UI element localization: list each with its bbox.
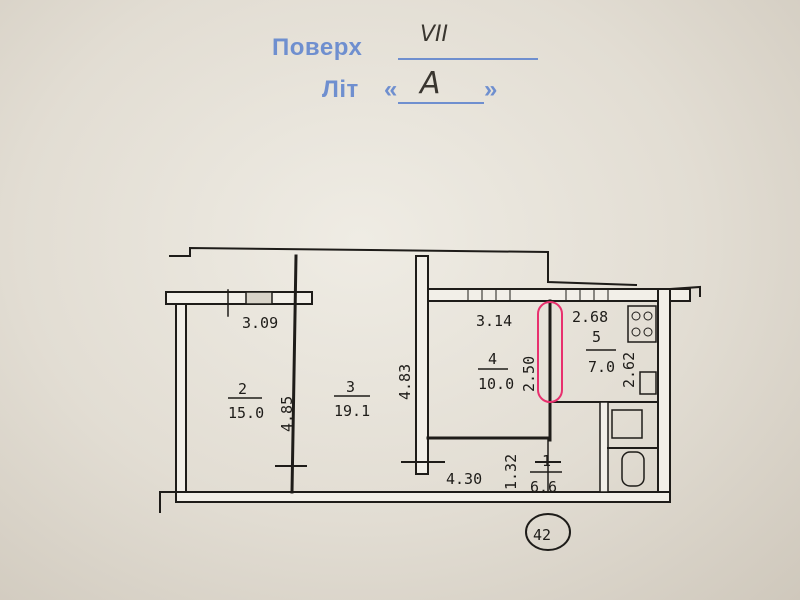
apartment-number-circle xyxy=(525,513,571,551)
right-stub xyxy=(668,285,701,297)
room-1-area: 6.6 xyxy=(530,478,557,496)
dim-430: 4.30 xyxy=(446,470,482,488)
bathroom-wall xyxy=(599,401,609,493)
room-4-area: 10.0 xyxy=(478,375,514,393)
room-5-number: 5 xyxy=(592,328,601,346)
floor-label: Поверх xyxy=(272,34,363,61)
floor-underline xyxy=(398,58,538,60)
stove-burner-1 xyxy=(631,311,641,321)
quote-close: » xyxy=(484,76,498,103)
room-5-area: 7.0 xyxy=(588,358,615,376)
wall-3-4 xyxy=(415,255,429,475)
dim-314: 3.14 xyxy=(476,312,512,330)
top-wall-right xyxy=(417,288,691,302)
toilet xyxy=(621,451,645,487)
bottom-left-stub xyxy=(159,491,177,513)
room-1-number: 1 xyxy=(542,452,551,470)
letter-value: A xyxy=(420,66,441,101)
dim-132: 1.32 xyxy=(502,454,520,490)
stove-burner-4 xyxy=(643,327,653,337)
highlighted-wall xyxy=(537,301,563,403)
window-room2 xyxy=(245,291,273,305)
dim-309: 3.09 xyxy=(242,314,278,332)
room-3-number: 3 xyxy=(346,378,355,396)
room-2-area: 15.0 xyxy=(228,404,264,422)
washbasin xyxy=(611,409,643,439)
bottom-wall xyxy=(175,491,671,503)
left-exterior-wall xyxy=(175,291,187,493)
dim-262: 2.62 xyxy=(620,352,638,388)
floor-value: VII xyxy=(420,22,449,47)
plan-top-outline xyxy=(169,246,638,287)
dim-250: 2.50 xyxy=(520,356,538,392)
right-exterior-wall xyxy=(657,288,671,500)
dim-483: 4.83 xyxy=(396,364,414,400)
stove-burner-2 xyxy=(643,311,653,321)
letter-label: Літ xyxy=(322,76,359,103)
wall-2-3 xyxy=(290,254,298,494)
stove-burner-3 xyxy=(631,327,641,337)
top-wall-left xyxy=(165,291,313,305)
dim-485: 4.85 xyxy=(278,396,296,432)
stove xyxy=(627,305,657,343)
letter-underline xyxy=(398,102,484,104)
apartment-number: 42 xyxy=(533,526,551,544)
sink xyxy=(639,371,657,395)
quote-open: « xyxy=(384,76,398,103)
room-4-number: 4 xyxy=(488,350,497,368)
room-3-area: 19.1 xyxy=(334,402,370,420)
room-2-number: 2 xyxy=(238,380,247,398)
dim-268: 2.68 xyxy=(572,308,608,326)
